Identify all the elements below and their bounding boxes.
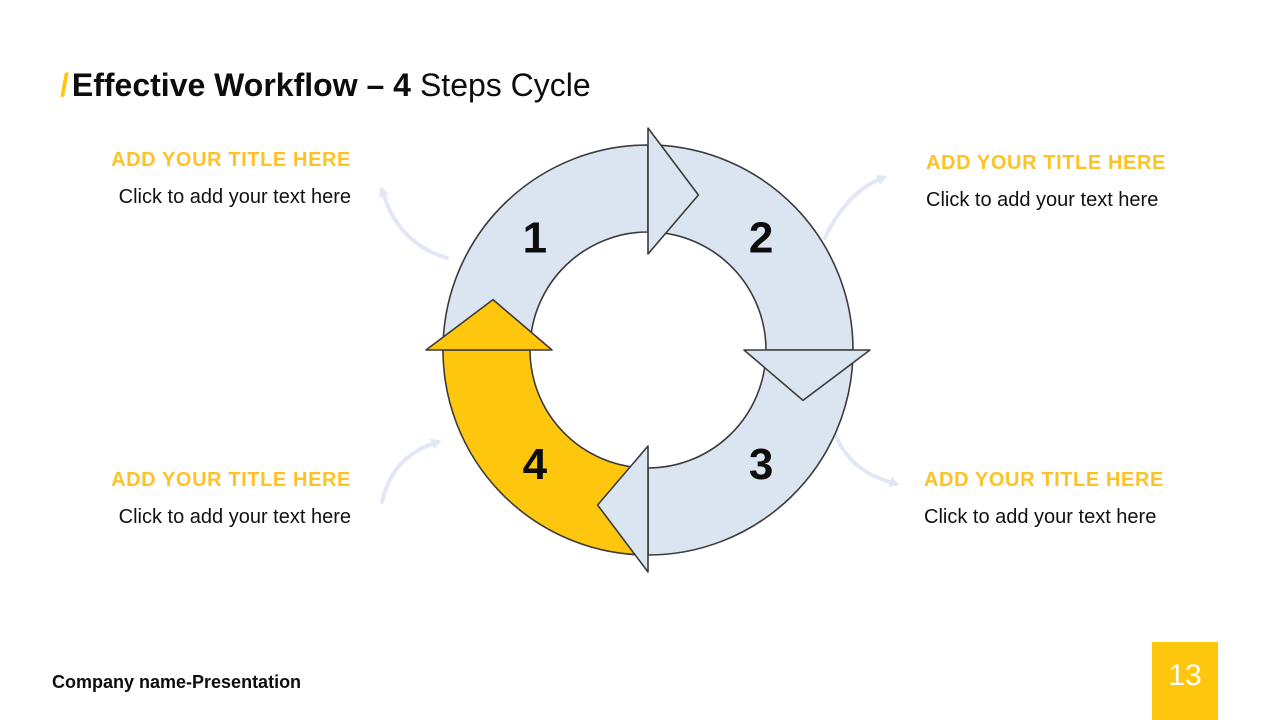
placeholder-text[interactable]: Click to add your text here bbox=[926, 189, 1159, 211]
cycle-arrow-3-head bbox=[596, 445, 649, 573]
step-number-1: 1 bbox=[523, 214, 547, 263]
curved-arrow-icon-bottom-left bbox=[380, 438, 442, 504]
cycle-arrow-4-head bbox=[425, 298, 553, 351]
footer-company-name: Company name-Presentation bbox=[52, 672, 302, 692]
placeholder-text[interactable]: Click to add your text here bbox=[118, 186, 351, 208]
cycle-arrow-3-body bbox=[647, 353, 854, 556]
placeholder-text[interactable]: Click to add your text here bbox=[924, 506, 1157, 528]
placeholder-top-right[interactable]: ADD YOUR TITLE HERE Click to add your te… bbox=[926, 151, 1166, 212]
cycle-diagram-svg: 1 2 3 4 bbox=[378, 127, 900, 573]
page-number-badge: 13 bbox=[1152, 642, 1218, 720]
placeholder-title[interactable]: ADD YOUR TITLE HERE bbox=[111, 469, 351, 491]
step-number-4: 4 bbox=[523, 440, 548, 489]
placeholder-title[interactable]: ADD YOUR TITLE HERE bbox=[924, 469, 1164, 491]
placeholder-bottom-right[interactable]: ADD YOUR TITLE HERE Click to add your te… bbox=[924, 468, 1164, 529]
placeholder-bottom-left[interactable]: ADD YOUR TITLE HERE Click to add your te… bbox=[111, 468, 351, 529]
placeholder-title[interactable]: ADD YOUR TITLE HERE bbox=[926, 152, 1166, 174]
cycle-arrow-4-body bbox=[442, 349, 645, 556]
placeholder-text[interactable]: Click to add your text here bbox=[118, 506, 351, 528]
placeholder-top-left[interactable]: ADD YOUR TITLE HERE Click to add your te… bbox=[111, 148, 351, 209]
curved-arrow-icon-top-right bbox=[823, 175, 888, 240]
title-accent-slash: / bbox=[60, 67, 69, 103]
placeholder-title[interactable]: ADD YOUR TITLE HERE bbox=[111, 149, 351, 171]
cycle-arrow-1-head bbox=[647, 127, 700, 255]
step-number-3: 3 bbox=[749, 440, 773, 489]
cycle-arrow-2-body bbox=[651, 144, 854, 351]
step-number-2: 2 bbox=[749, 214, 773, 263]
cycle-arrow-2-head bbox=[743, 349, 871, 402]
title-regular-part: Steps Cycle bbox=[419, 67, 591, 103]
title-bold-part: Effective Workflow – 4 bbox=[71, 67, 411, 103]
cycle-diagram: 1 2 3 4 bbox=[340, 100, 940, 600]
cycle-arrow-1-body bbox=[442, 144, 649, 347]
curved-arrow-icon-bottom-right bbox=[832, 429, 900, 488]
curved-arrow-icon-top-left bbox=[378, 186, 449, 260]
